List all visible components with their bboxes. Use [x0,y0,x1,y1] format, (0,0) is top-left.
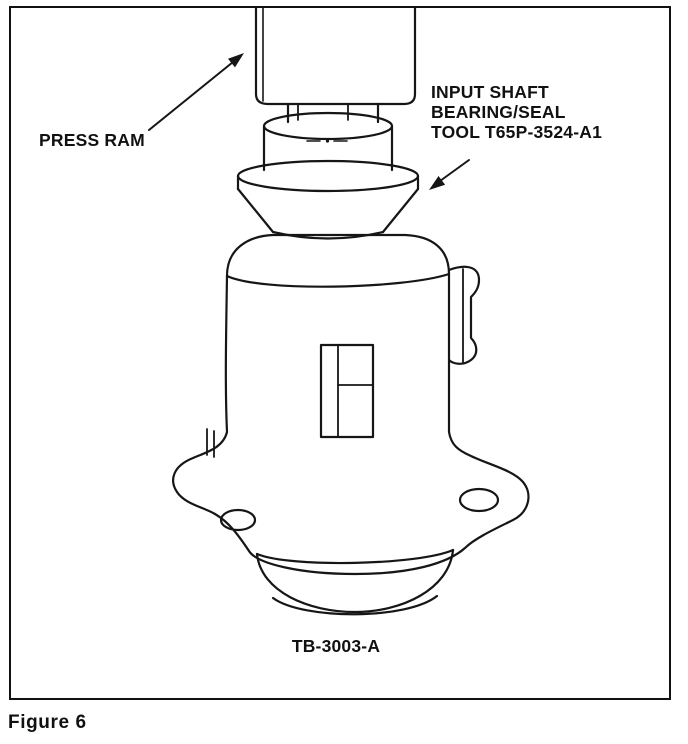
tool-label-line1: INPUT SHAFT [431,82,549,102]
housing-drawing [207,235,479,457]
figure-frame: PRESS RAM INPUT SHAFT BEARING/SEAL TOOL … [9,6,671,700]
tool-label-line2: BEARING/SEAL [431,102,566,122]
bolt-hole-left [221,510,255,530]
bell-drawing [257,550,453,614]
press-ram-drawing [256,8,415,104]
technical-illustration [11,8,669,698]
bearing-seal-tool-drawing [238,104,418,239]
flange-drawing [173,432,528,574]
tool-label-line3: TOOL T65P-3524-A1 [431,122,603,142]
part-number-label: TB-3003-A [291,636,381,656]
press-ram-arrow [149,53,244,130]
bolt-hole-right [460,489,498,511]
tool-arrow [429,160,469,190]
tool-label: INPUT SHAFT BEARING/SEAL TOOL T65P-3524-… [431,82,602,142]
press-ram-label: PRESS RAM [39,130,145,150]
figure-caption: Figure 6 [8,712,87,733]
